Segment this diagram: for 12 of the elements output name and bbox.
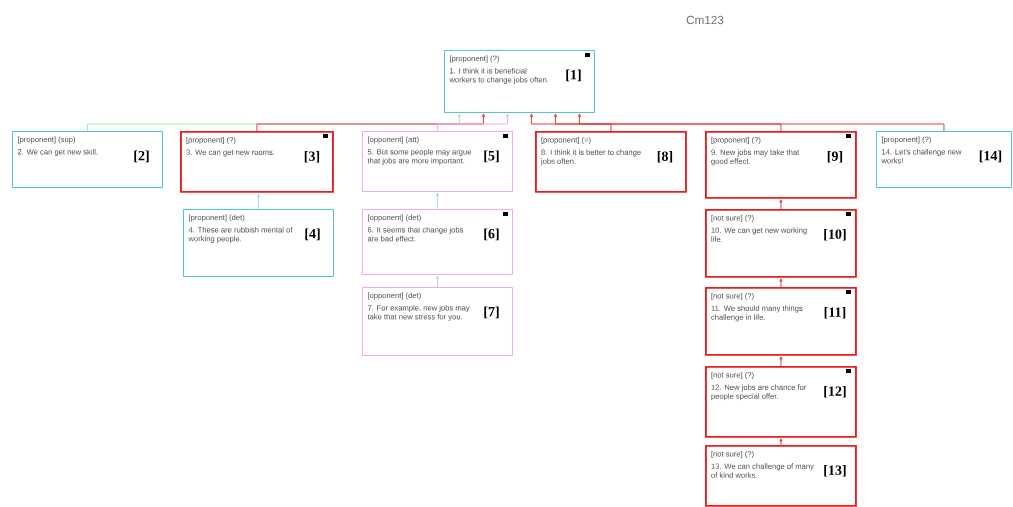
arrow (529, 113, 612, 132)
title: Cm123 (686, 15, 724, 25)
arrow (435, 192, 439, 210)
arrow (553, 113, 782, 132)
arrow (435, 275, 439, 288)
arrow (779, 278, 783, 288)
arrow (779, 199, 783, 210)
arrow (437, 113, 509, 132)
arrow (779, 356, 783, 367)
arrow (256, 193, 260, 210)
arrow (779, 438, 783, 446)
arrow (577, 113, 945, 132)
